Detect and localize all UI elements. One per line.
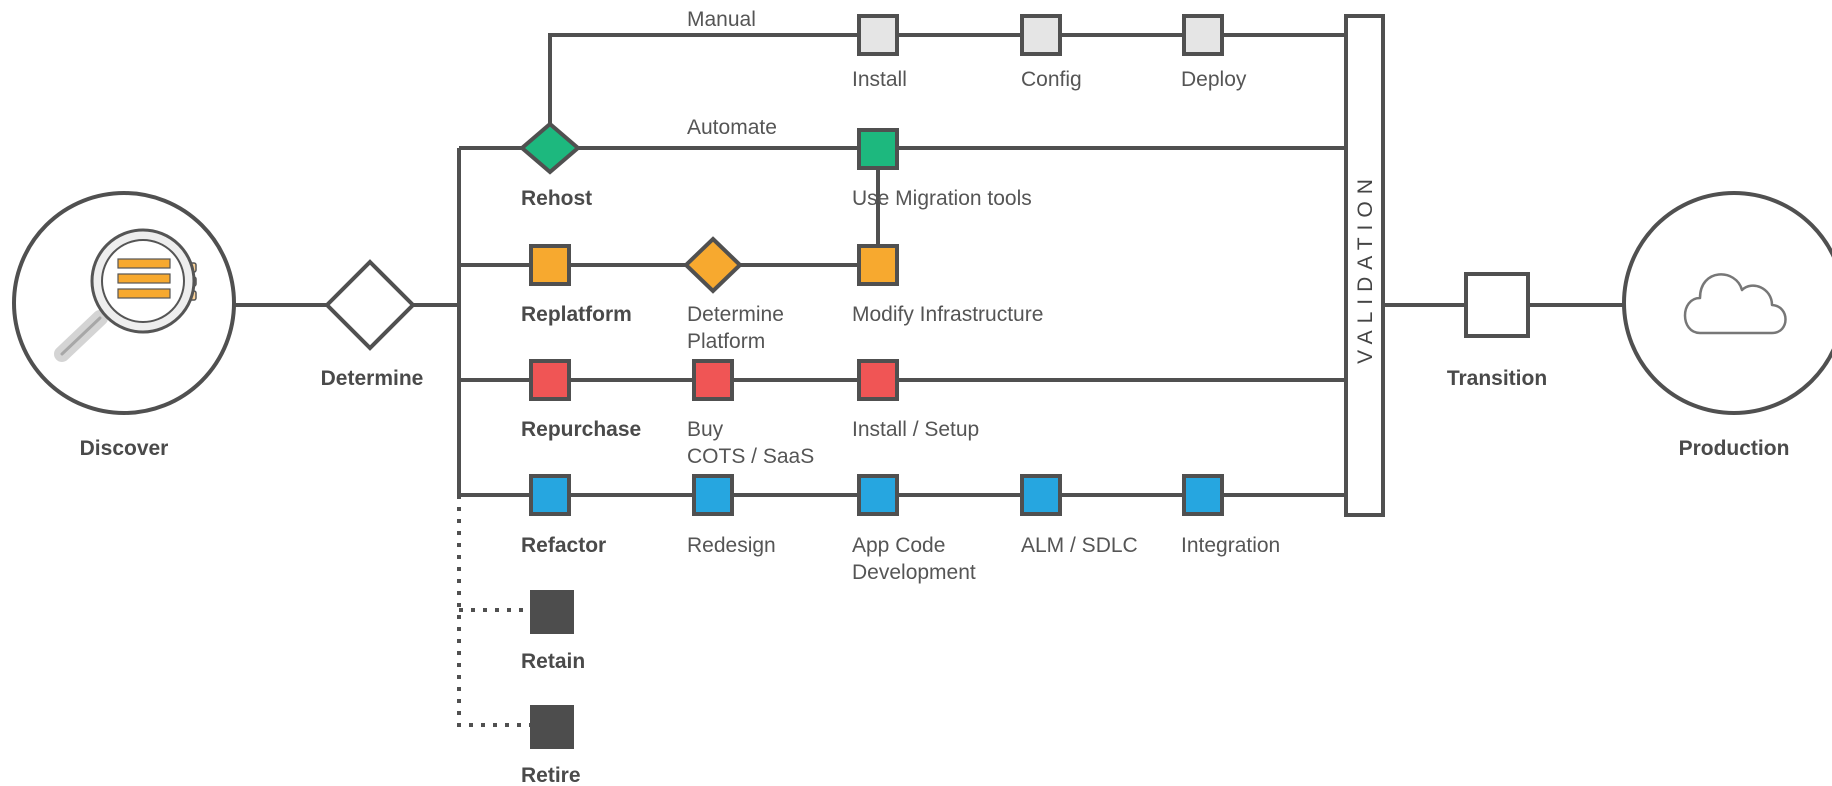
- repurchase-label: Repurchase: [521, 418, 641, 441]
- config-step: [1020, 14, 1062, 56]
- rehost-row: Rehost Manual Automate Install Config De…: [518, 8, 1247, 210]
- manual-branch-line: [548, 33, 1346, 124]
- transition-square: [1464, 272, 1530, 338]
- retire-step: [530, 705, 574, 749]
- buy-label-line1: Buy: [687, 418, 724, 441]
- rehost-label: Rehost: [521, 187, 592, 210]
- buy-label-line2: COTS / SaaS: [687, 445, 814, 468]
- cloud-icon: [1683, 273, 1787, 335]
- deploy-label: Deploy: [1181, 68, 1247, 91]
- determine-platform-label-line2: Platform: [687, 330, 765, 353]
- automate-label: Automate: [687, 116, 777, 139]
- retain-label: Retain: [521, 650, 585, 673]
- modify-infrastructure-label: Modify Infrastructure: [852, 303, 1043, 326]
- install-label: Install: [852, 68, 907, 91]
- refactor-row: Refactor Redesign App Code Development A…: [521, 474, 1280, 584]
- replatform-row: Replatform Determine Platform Modify Inf…: [521, 236, 1043, 353]
- redesign-step: [692, 474, 734, 516]
- determine-platform-label-line1: Determine: [687, 303, 784, 326]
- use-migration-tools-label: Use Migration tools: [852, 187, 1032, 210]
- install-setup-label: Install / Setup: [852, 418, 979, 441]
- redesign-label: Redesign: [687, 534, 776, 557]
- determine-label: Determine: [321, 367, 424, 390]
- integration-label: Integration: [1181, 534, 1280, 557]
- repurchase-step: [529, 359, 571, 401]
- transition-node: Transition: [1447, 272, 1547, 390]
- install-setup-step: [857, 359, 899, 401]
- manual-label: Manual: [687, 8, 756, 31]
- alm-sdlc-label: ALM / SDLC: [1021, 534, 1138, 557]
- retain-step: [530, 590, 574, 634]
- refactor-label: Refactor: [521, 534, 606, 557]
- replatform-label: Replatform: [521, 303, 632, 326]
- retire-label: Retire: [521, 764, 581, 786]
- determine-node: Determine: [321, 259, 424, 390]
- production-label: Production: [1679, 437, 1790, 460]
- retire-dotted-line: [457, 495, 550, 727]
- discover-label: Discover: [80, 437, 169, 460]
- retain-retire-group: Retain Retire: [521, 590, 585, 786]
- magnifier-document-icon: [54, 228, 197, 362]
- config-label: Config: [1021, 68, 1082, 91]
- determine-diamond: [324, 259, 416, 351]
- refactor-step: [529, 474, 571, 516]
- transition-label: Transition: [1447, 367, 1547, 390]
- integration-step: [1182, 474, 1224, 516]
- app-code-development-step: [857, 474, 899, 516]
- rehost-diamond: [518, 121, 582, 175]
- deploy-step: [1182, 14, 1224, 56]
- validation-label: VALIDATION: [1354, 172, 1377, 364]
- connector-lines: [234, 33, 1625, 727]
- replatform-step: [529, 244, 571, 286]
- app-code-label-line2: Development: [852, 561, 976, 584]
- alm-sdlc-step: [1020, 474, 1062, 516]
- discover-node: Discover: [12, 191, 236, 460]
- modify-infrastructure-step: [857, 244, 899, 286]
- determine-platform-diamond: [683, 236, 743, 294]
- install-step: [857, 14, 899, 56]
- app-code-label-line1: App Code: [852, 534, 945, 557]
- validation-bar: [1344, 14, 1385, 517]
- validation-node: VALIDATION: [1344, 14, 1385, 517]
- repurchase-row: Repurchase Buy COTS / SaaS Install / Set…: [521, 359, 979, 468]
- use-migration-tools-step: [857, 128, 899, 170]
- production-node: Production: [1622, 191, 1832, 460]
- buy-step: [692, 359, 734, 401]
